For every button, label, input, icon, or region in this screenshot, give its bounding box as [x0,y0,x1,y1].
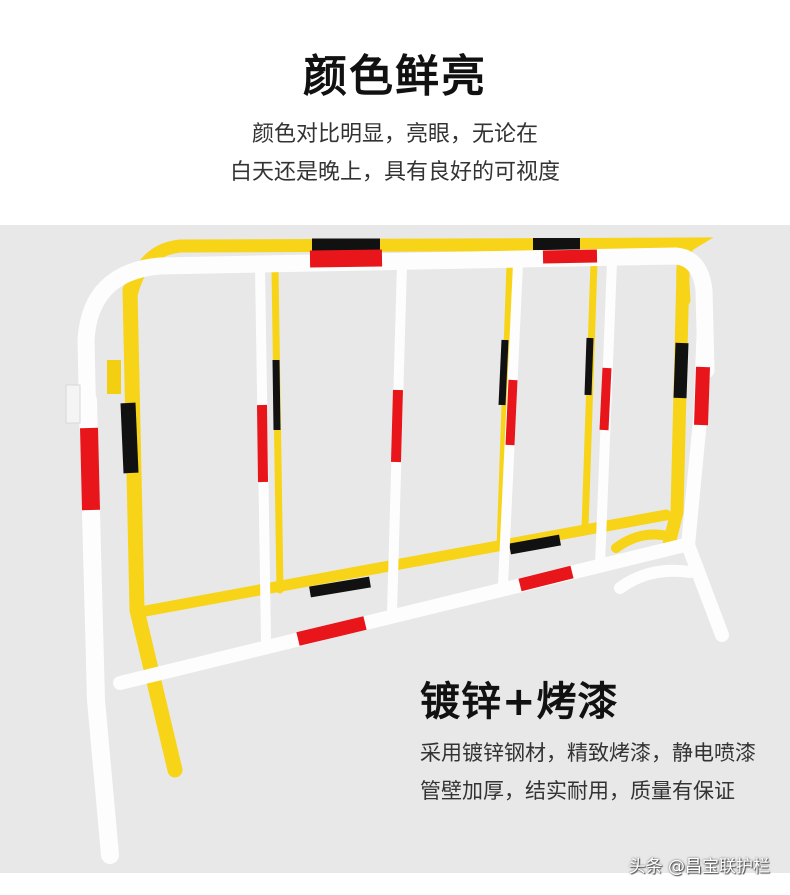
product-image: .y { stroke: #f7d418; fill: none; stroke… [0,225,790,873]
subtitle-line-1: 颜色对比明显，亮眼，无论在 [251,122,538,147]
page-subtitle: 颜色对比明显，亮眼，无论在 白天还是晚上，具有良好的可视度 [0,116,790,192]
watermark: 头条 @昌宝联护栏 [628,857,770,877]
feature-block: 镀锌+烤漆 采用镀锌钢材，精致烤漆，静电喷漆 管壁加厚，结实耐用，质量有保证 [420,676,756,810]
feature-description: 采用镀锌钢材，精致烤漆，静电喷漆 管壁加厚，结实耐用，质量有保证 [420,734,756,810]
subtitle-line-2: 白天还是晚上，具有良好的可视度 [229,160,560,185]
header-section: 颜色鲜亮 颜色对比明显，亮眼，无论在 白天还是晚上，具有良好的可视度 [0,0,790,225]
feature-desc-line-2: 管壁加厚，结实耐用，质量有保证 [420,779,735,803]
page-title: 颜色鲜亮 [303,51,487,102]
feature-title: 镀锌+烤漆 [420,679,619,725]
feature-desc-line-1: 采用镀锌钢材，精致烤漆，静电喷漆 [420,741,756,765]
white-barrier [65,247,729,864]
barrier-illustration: .y { stroke: #f7d418; fill: none; stroke… [65,237,729,864]
